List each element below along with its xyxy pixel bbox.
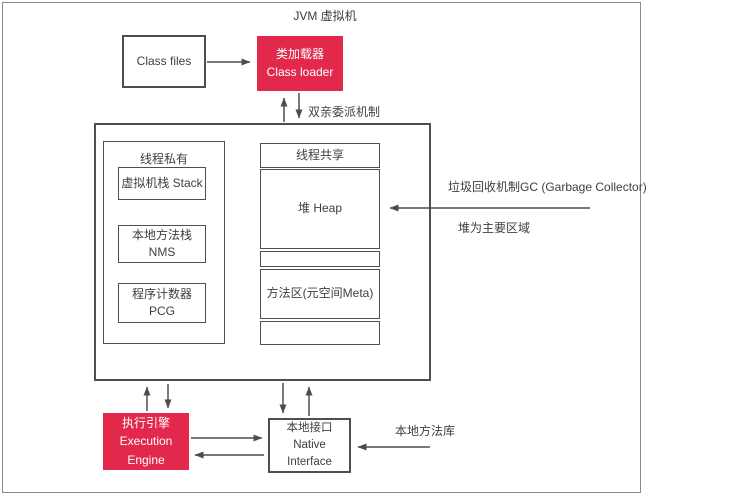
native-interface-label-zh: 本地接口 — [286, 422, 333, 435]
pcg-label-zh: 程序计数器 — [131, 286, 192, 301]
class-files-box: Class files — [122, 35, 206, 88]
class-loader-label-zh: 类加载器 — [275, 47, 324, 62]
method-area-box: 方法区(元空间Meta) — [260, 269, 380, 319]
execution-engine-box: 执行引擎 Execution Engine — [103, 413, 189, 470]
method-area-label: 方法区(元空间Meta) — [266, 286, 374, 301]
native-interface-box: 本地接口 Native Interface — [268, 418, 351, 473]
parent-delegation-label: 双亲委派机制 — [308, 105, 381, 119]
heap-note-label: 堆为主要区域 — [458, 221, 531, 235]
thread-private-header: 线程私有 — [139, 152, 188, 166]
native-library-label: 本地方法库 — [395, 424, 456, 438]
native-interface-label-en: Native Interface — [287, 439, 332, 468]
diagram-frame — [2, 2, 641, 493]
vm-stack-box: 虚拟机栈 Stack — [118, 167, 206, 200]
program-counter-box: 程序计数器 PCG — [118, 283, 206, 323]
shared-spacer-box-1 — [260, 251, 380, 267]
heap-label: 堆 Heap — [297, 201, 343, 216]
class-loader-label-en: Class loader — [266, 64, 334, 79]
class-loader-box: 类加载器 Class loader — [257, 36, 343, 91]
heap-box: 堆 Heap — [260, 169, 380, 249]
execution-engine-label-en1: Execution — [119, 434, 173, 449]
pcg-label-en: PCG — [148, 304, 175, 318]
class-files-label: Class files — [136, 53, 192, 68]
nms-label-zh: 本地方法栈 — [131, 227, 192, 242]
execution-engine-label-zh: 执行引擎 — [121, 415, 170, 430]
thread-shared-header-box: 线程共享 — [260, 143, 380, 168]
gc-label: 垃圾回收机制GC (Garbage Collector) — [448, 180, 647, 194]
page-title: JVM 虚拟机 — [293, 9, 357, 23]
nms-label-en: NMS — [148, 245, 176, 259]
thread-shared-header: 线程共享 — [295, 147, 344, 162]
shared-spacer-box-2 — [260, 321, 380, 345]
native-method-stack-box: 本地方法栈 NMS — [118, 225, 206, 263]
vm-stack-label: 虚拟机栈 Stack — [121, 175, 203, 190]
execution-engine-label-en2: Engine — [127, 452, 165, 467]
